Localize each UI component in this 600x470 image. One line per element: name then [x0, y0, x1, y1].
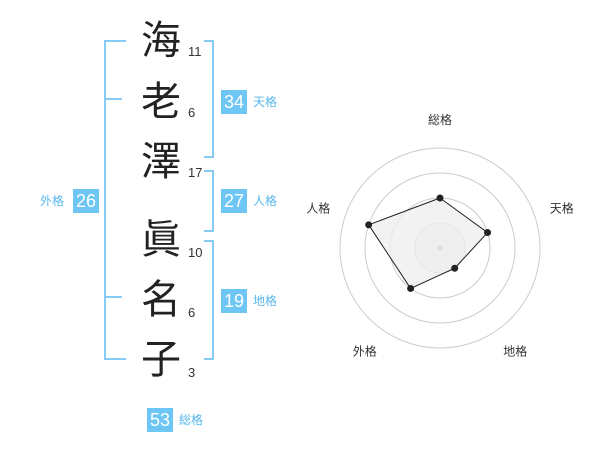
gaikaku-bracket-bottom: [104, 358, 126, 360]
radar-ring-4: [339, 147, 541, 349]
radar-axis-label-5: 人格: [306, 200, 330, 215]
jinkaku-bracket-bottom: [204, 230, 214, 232]
name-char-5: 名: [141, 277, 181, 323]
chikaku-label: 地格: [253, 294, 278, 308]
name-char-6: 子: [141, 337, 181, 383]
radar-axis-label-1: 総格: [428, 112, 452, 127]
radar-point-5: [365, 221, 373, 229]
jinkaku-bracket-vertical: [212, 170, 214, 232]
chikaku-value: 19: [221, 289, 247, 313]
gaikaku-value: 26: [73, 189, 99, 213]
stroke-count-5: 6: [188, 305, 196, 320]
radar-axis-label-4: 外格: [353, 344, 377, 359]
stroke-count-1: 11: [188, 44, 202, 59]
radar-point-2: [484, 229, 492, 237]
gaikaku-bracket-tick-1: [104, 98, 122, 100]
tenkaku-bracket-vertical: [212, 40, 214, 158]
stroke-count-4: 10: [188, 245, 203, 260]
jinkaku-bracket-top: [204, 170, 214, 172]
tenkaku-value: 34: [221, 90, 247, 114]
gaikaku-bracket-tick-2: [104, 296, 122, 298]
chikaku-bracket-top: [204, 240, 214, 242]
name-char-2: 老: [141, 79, 181, 125]
chikaku-bracket-bottom: [204, 358, 214, 360]
radar-polygon: [367, 197, 489, 290]
radar-point-1: [436, 194, 444, 202]
soukaku-value: 53: [147, 408, 173, 432]
stroke-count-2: 6: [188, 105, 196, 120]
tenkaku-bracket-top: [204, 40, 214, 42]
radar-ring-3: [364, 172, 516, 324]
radar-point-4: [407, 284, 415, 292]
tenkaku-label: 天格: [253, 95, 278, 109]
gaikaku-label: 外格: [40, 194, 65, 208]
chikaku-bracket-vertical: [212, 240, 214, 360]
jinkaku-value: 27: [221, 189, 247, 213]
name-char-1: 海: [141, 18, 181, 64]
tenkaku-bracket-bottom: [204, 156, 214, 158]
radar-point-3: [451, 264, 459, 272]
name-char-3: 澤: [141, 139, 181, 185]
radar-axis-label-3: 地格: [503, 344, 527, 359]
jinkaku-label: 人格: [253, 194, 278, 208]
name-char-4: 眞: [141, 217, 181, 263]
gaikaku-bracket-vertical: [104, 40, 106, 360]
stroke-count-3: 17: [188, 165, 203, 180]
soukaku-label: 総格: [179, 413, 204, 427]
stroke-count-6: 3: [188, 365, 196, 380]
gaikaku-bracket-top: [104, 40, 126, 42]
radar-axis-label-2: 天格: [550, 200, 574, 215]
